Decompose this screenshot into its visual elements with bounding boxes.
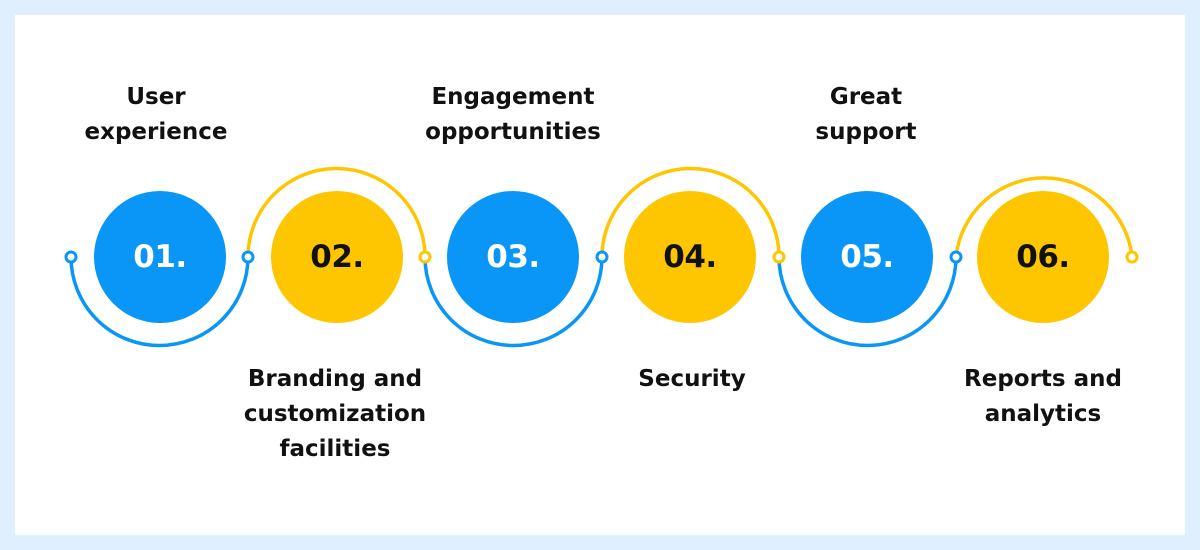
step-2-label: Branding and customization facilities	[243, 366, 427, 462]
node-icon	[418, 250, 432, 264]
arc-step-2	[246, 166, 427, 258]
arc-step-6	[954, 176, 1134, 258]
step-3-number: 03.	[486, 239, 540, 275]
step-4-circle: 04.	[624, 191, 756, 323]
arc-step-5	[777, 256, 958, 348]
step-2-number: 02.	[310, 239, 364, 275]
step-6-label: Reports and analytics	[964, 366, 1122, 427]
arc-step-4	[600, 166, 781, 258]
arc-step-3	[423, 256, 604, 348]
node-icon	[64, 250, 78, 264]
step-1-circle: 01.	[94, 191, 226, 323]
step-3-circle: 03.	[447, 191, 579, 323]
node-icon	[949, 250, 963, 264]
step-1-number: 01.	[133, 239, 187, 275]
step-5-label: Great support	[815, 84, 917, 145]
arc-step-1	[69, 256, 250, 348]
step-3-label: Engagement opportunities	[425, 84, 601, 145]
step-6-number: 06.	[1016, 239, 1070, 275]
node-icon	[772, 250, 786, 264]
step-2-circle: 02.	[271, 191, 403, 323]
step-4-label: Security	[638, 366, 746, 392]
node-icon	[241, 250, 255, 264]
step-6-circle: 06.	[977, 191, 1109, 323]
step-5-number: 05.	[840, 239, 894, 275]
step-4-number: 04.	[663, 239, 717, 275]
node-icon	[1125, 250, 1139, 264]
step-1-label: User experience	[84, 84, 228, 145]
node-icon	[595, 250, 609, 264]
step-5-circle: 05.	[801, 191, 933, 323]
